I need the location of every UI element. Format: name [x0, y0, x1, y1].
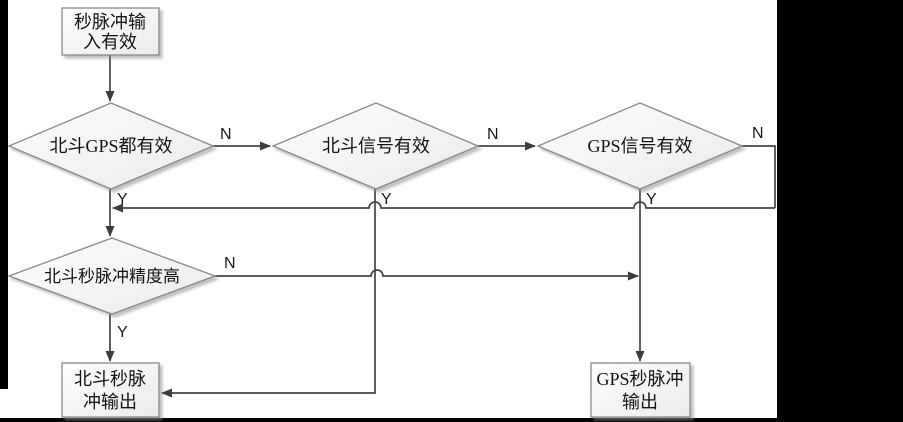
label-check-gps-signal-n: N	[752, 125, 764, 142]
node-output-gps-label-line2: 输出	[622, 392, 658, 412]
node-check-bd-precision-diamond	[7, 237, 217, 315]
node-check-gps-signal-label: GPS信号有效	[587, 136, 692, 156]
label-check-both-n: N	[220, 126, 232, 143]
label-check-gps-signal-y: Y	[646, 191, 657, 208]
label-check-bd-precision-n: N	[224, 255, 236, 272]
node-output-gps-label-line1: GPS秒脉冲	[596, 369, 683, 389]
node-check-bd-precision-label: 北斗秒脉冲精度高	[44, 267, 180, 286]
label-check-both-y: Y	[117, 191, 128, 208]
left-black-bar	[0, 0, 8, 389]
node-check-both-label: 北斗GPS都有效	[49, 136, 172, 156]
label-check-bd-signal-y: Y	[381, 191, 392, 208]
edge-check-bd-signal-y	[161, 189, 376, 398]
node-output-gps-box	[590, 362, 691, 418]
node-check-bd-signal-label: 北斗信号有效	[322, 136, 430, 156]
right-black-bar	[777, 0, 903, 422]
edge-check-gps-signal-n-wrap	[742, 145, 776, 208]
label-check-bd-precision-y: Y	[117, 324, 128, 341]
node-output-bd-label-line2: 冲输出	[83, 392, 137, 412]
bottom-black-bar	[0, 418, 903, 422]
edge-collector-left	[112, 201, 775, 213]
node-start-label-line2: 入有效	[83, 32, 137, 52]
edge-check-bd-precision-n	[215, 269, 639, 281]
node-check-gps-signal-diamond	[536, 102, 744, 190]
node-output-bd-box	[61, 362, 160, 418]
label-check-bd-signal-n: N	[487, 126, 499, 143]
node-check-both-diamond	[7, 102, 215, 190]
node-start-label-line1: 秒脉冲输	[74, 12, 146, 32]
node-check-bd-signal-diamond	[271, 102, 480, 190]
node-start-box	[61, 7, 160, 56]
node-output-bd-label-line1: 北斗秒脉	[74, 369, 146, 389]
